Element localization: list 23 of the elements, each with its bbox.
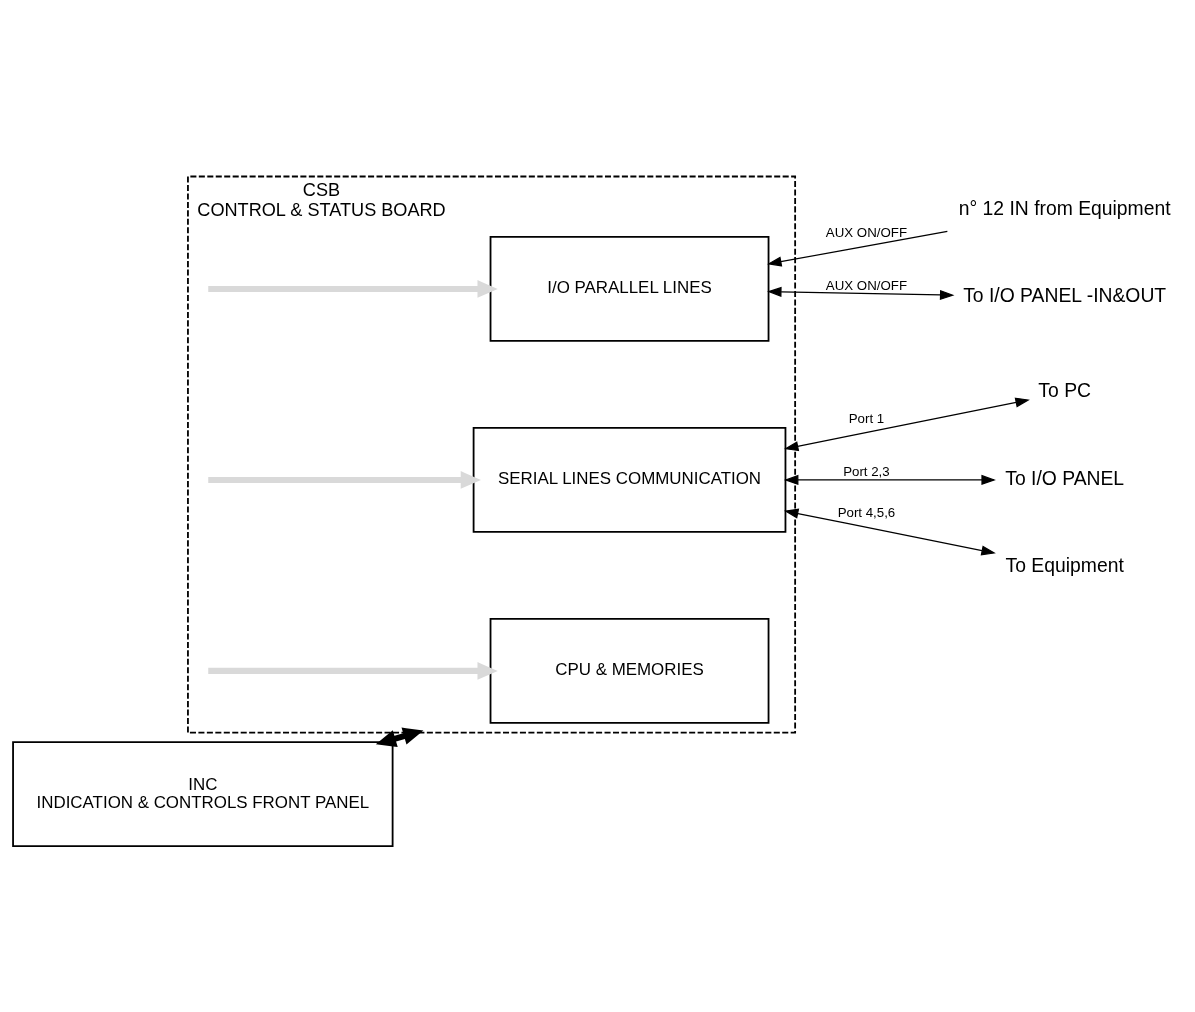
node-text: To I/O PANEL -IN&OUT bbox=[963, 283, 1167, 306]
edge-label: Port 2,3 bbox=[843, 463, 890, 479]
node-box: SERIAL LINES COMMUNICATION bbox=[472, 426, 787, 533]
arrow bbox=[208, 470, 481, 489]
arrow bbox=[375, 727, 424, 747]
edge-label: AUX ON/OFF bbox=[825, 277, 908, 293]
arrow bbox=[767, 286, 955, 300]
node-text: To I/O PANEL bbox=[1005, 466, 1125, 488]
node-box: INC INDICATION & CONTROLS FRONT PANEL bbox=[12, 740, 394, 847]
arrow bbox=[767, 230, 948, 267]
node-text: To PC bbox=[1038, 378, 1092, 401]
node-text: n° 12 IN from Equipment bbox=[958, 196, 1171, 219]
arrow bbox=[783, 474, 996, 485]
arrow bbox=[783, 397, 1030, 451]
arrow bbox=[783, 508, 996, 555]
node-box: CPU & MEMORIES bbox=[489, 617, 770, 724]
node-text: To Equipment bbox=[1005, 553, 1124, 576]
edge-label: Port 4,5,6 bbox=[837, 504, 896, 520]
edge-label: AUX ON/OFF bbox=[825, 224, 908, 240]
edge-label: Port 1 bbox=[848, 410, 885, 426]
arrow bbox=[208, 279, 498, 298]
node-box: I/O PARALLEL LINES bbox=[489, 235, 770, 342]
arrow bbox=[208, 661, 498, 680]
